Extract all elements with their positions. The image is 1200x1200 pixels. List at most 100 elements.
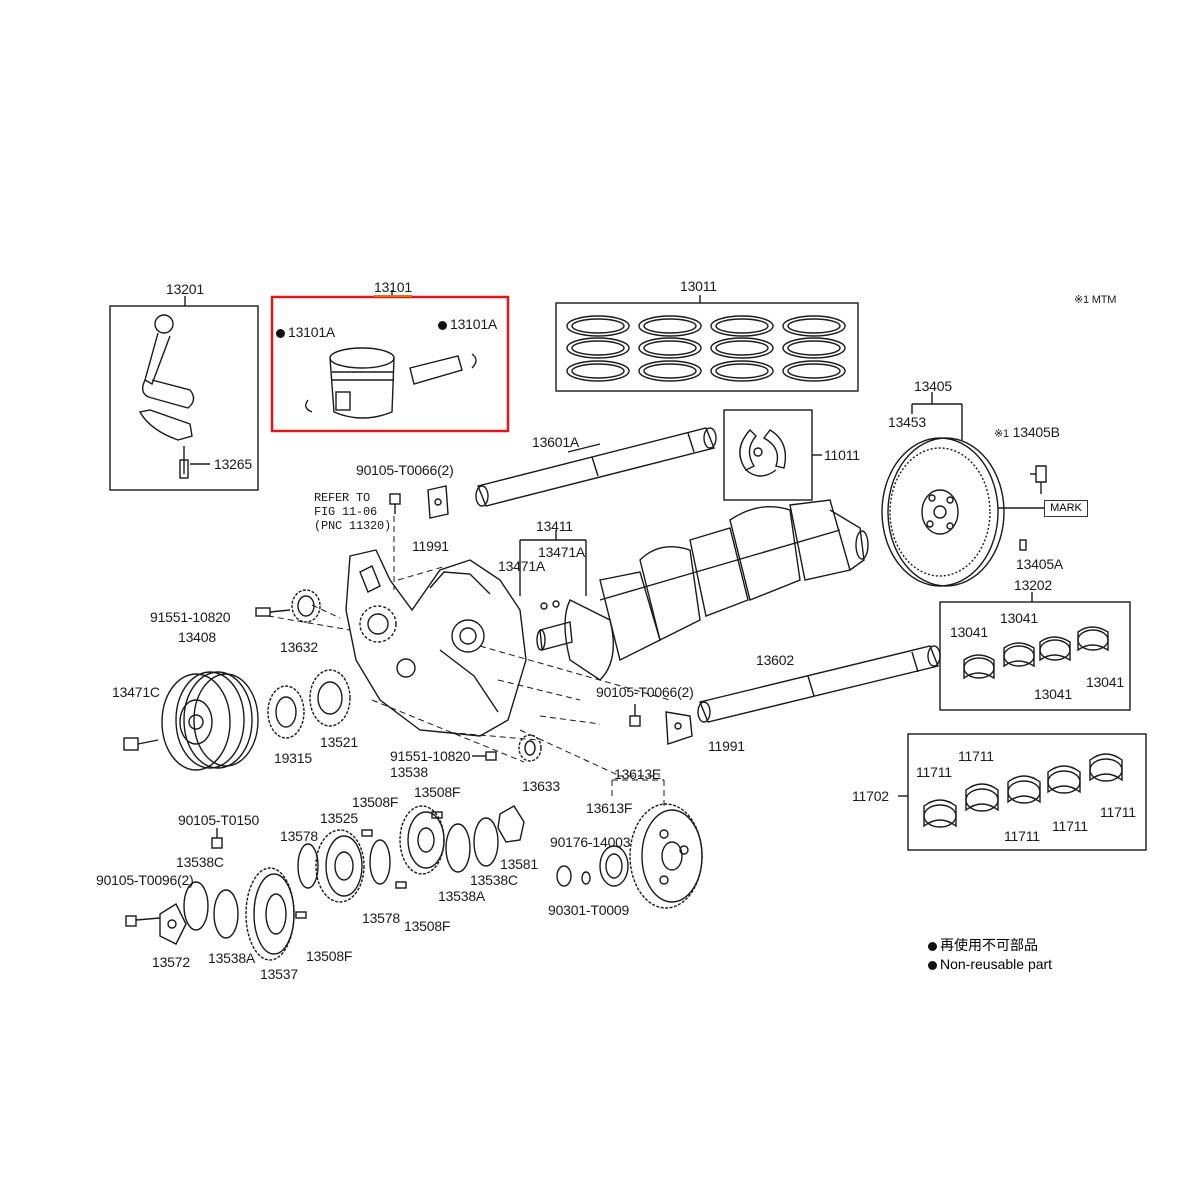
part-label-11711-c: 11711: [1004, 828, 1040, 844]
gear-13525-icon: [315, 829, 365, 903]
part-label-11711-e: 11711: [1100, 804, 1136, 820]
pin-13405a-icon: [1019, 539, 1027, 551]
thrust-washer-icon: [739, 428, 787, 477]
part-label-13201: 13201: [166, 281, 204, 297]
part-label-90105-t0150: 90105-T0150: [178, 812, 260, 828]
sprocket-13613e-icon: [629, 803, 703, 909]
bolt-90105-t0096-icon: [125, 915, 161, 927]
part-label-90105-t0066-mid: 90105-T0066(2): [596, 684, 694, 700]
washer-90301-icon: [581, 871, 591, 885]
part-label-13521: 13521: [320, 734, 358, 750]
part-label-13265: 13265: [214, 456, 252, 472]
part-label-11991-top: 11991: [412, 538, 449, 554]
highlight-box-13101: [270, 295, 510, 433]
balance-shaft-13602-icon: [697, 645, 941, 723]
part-label-11711-d: 11711: [1052, 818, 1088, 834]
bolt-13405b-icon: [1030, 465, 1047, 494]
part-label-13041-c: 13041: [1034, 686, 1072, 702]
part-label-11991-mid: 11991: [708, 738, 745, 754]
note-mtm: ※1 MTM: [1074, 294, 1117, 306]
part-label-13572: 13572: [152, 954, 190, 970]
part-label-13041-d: 13041: [1086, 674, 1124, 690]
part-label-13508f-c: 13508F: [404, 918, 451, 934]
connecting-rod-icon: [138, 314, 210, 479]
part-label-19315: 19315: [274, 750, 312, 766]
gear-13632-icon: [255, 589, 321, 623]
part-label-11711-a: 11711: [916, 764, 952, 780]
part-label-91551-top: 91551-10820: [150, 609, 231, 625]
seal-13613f-icon: [599, 845, 629, 887]
non-reusable-dot-icon: [276, 329, 285, 338]
part-label-13101a-right: 13101A: [438, 316, 497, 332]
gear-13521-icon: [309, 669, 351, 727]
part-label-13525: 13525: [320, 810, 358, 826]
ring-13538a-b-icon: [213, 889, 239, 939]
part-label-13633: 13633: [522, 778, 560, 794]
mark-tag: MARK: [1044, 500, 1088, 517]
part-label-13581: 13581: [500, 856, 538, 872]
non-reusable-dot-icon: [928, 942, 937, 951]
part-label-13405a: 13405A: [1016, 556, 1064, 572]
part-label-13471c: 13471C: [112, 684, 160, 700]
bearing-set-icon: [963, 626, 1109, 680]
piston-icon: [305, 347, 477, 419]
part-label-13538: 13538: [390, 764, 428, 780]
part-label-13508f-b: 13508F: [414, 784, 461, 800]
part-label-13632: 13632: [280, 639, 318, 655]
crankshaft-icon: [536, 499, 869, 681]
part-label-11011: 11011: [824, 447, 860, 463]
gear-13537-icon: [245, 867, 295, 961]
bolt-90105-mid-icon: [629, 704, 641, 727]
refer-note-line-1: REFER TO: [314, 491, 371, 505]
refer-note-line-2: FIG 11-06: [314, 505, 378, 519]
part-label-13453: 13453: [888, 414, 926, 430]
part-label-90105-t0096: 90105-T0096(2): [96, 872, 194, 888]
piston-rings-icon: [566, 315, 846, 382]
non-reusable-dot-icon: [928, 961, 937, 970]
part-label-11711-b: 11711: [958, 748, 994, 764]
refer-note-line-3: (PNC 11320): [314, 519, 392, 533]
part-label-90176: 90176-14003: [550, 834, 631, 850]
ring-13538c-b-icon: [183, 881, 209, 931]
part-label-13011: 13011: [680, 278, 717, 294]
part-label-13508f-d: 13508F: [306, 948, 353, 964]
part-label-91551-mid: 91551-10820: [390, 748, 471, 764]
legend-row-en: Non-reusable part: [928, 955, 1052, 974]
ring-13578-b-icon: [369, 839, 391, 885]
part-label-13538a-b: 13538A: [438, 888, 486, 904]
pulley-13408-icon: [123, 671, 259, 771]
gear-19315-icon: [267, 685, 305, 739]
part-label-13408: 13408: [178, 629, 216, 645]
part-label-13538c-a: 13538C: [176, 854, 224, 870]
box-13201: [109, 305, 259, 491]
box-13011: [555, 302, 859, 392]
part-label-13613f: 13613F: [586, 800, 633, 816]
part-label-13508f-a: 13508F: [352, 794, 399, 810]
part-label-13041-a: 13041: [950, 624, 988, 640]
part-label-13602: 13602: [756, 652, 794, 668]
part-label-13537: 13537: [260, 966, 298, 982]
pins-13508f-icon: [295, 811, 443, 919]
bolt-91551-mid-icon: [472, 751, 497, 761]
part-label-11702: 11702: [852, 788, 889, 804]
legend: 再使用不可部品 Non-reusable part: [928, 936, 1052, 974]
bolt-90105-top-icon: [389, 493, 401, 514]
plate-11991-top-icon: [427, 485, 449, 519]
main-bearing-set-icon: [923, 753, 1123, 828]
timing-case-icon: [345, 549, 527, 737]
part-label-13202: 13202: [1014, 577, 1052, 593]
guide-lines: [267, 516, 671, 777]
part-label-13101a-left: 13101A: [276, 324, 335, 340]
part-label-13101: 13101: [374, 279, 412, 297]
part-label-13538a-a: 13538A: [208, 950, 256, 966]
part-label-13405b: ※1 13405B: [994, 424, 1060, 440]
part-label-13041-b: 13041: [1000, 610, 1038, 626]
part-label-13471a-a: 13471A: [538, 544, 586, 560]
part-label-13613e: 13613E: [614, 766, 662, 782]
balance-shaft-13601a-icon: [475, 427, 717, 507]
part-label-90301: 90301-T0009: [548, 902, 630, 918]
gear-13633-icon: [518, 734, 542, 762]
part-label-13601a: 13601A: [532, 434, 580, 450]
